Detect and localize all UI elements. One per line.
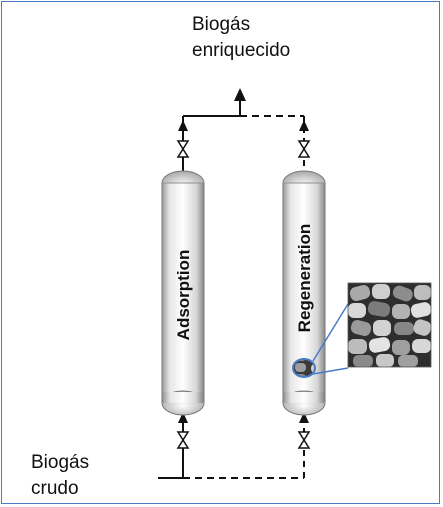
raw-biogas-line1: Biogás — [31, 452, 90, 473]
enriched-biogas-line2: enriquecido — [192, 40, 291, 61]
arrow-up-icon — [299, 120, 309, 131]
arrow-up-icon — [299, 412, 309, 423]
arrow-up-icon — [234, 88, 246, 101]
regeneration-label: Regeneration — [295, 224, 314, 333]
sample-circle — [292, 358, 316, 378]
enriched-biogas-line1: Biogás — [192, 14, 251, 35]
valve-icon — [297, 140, 311, 158]
top-manifold — [176, 88, 311, 176]
raw-biogas-line2: crudo — [31, 478, 79, 499]
arrow-up-icon — [178, 412, 188, 423]
enriched-biogas-label: Biogás enriquecido — [192, 12, 290, 64]
valve-icon — [297, 431, 311, 449]
valve-icon — [176, 431, 190, 449]
callout-lines — [312, 303, 349, 375]
arrow-up-icon — [178, 120, 188, 131]
valve-icon — [176, 140, 190, 158]
adsorption-vessel: Adsorption — [161, 170, 205, 416]
bottom-manifold — [158, 406, 311, 479]
adsorption-label: Adsorption — [174, 250, 193, 341]
regeneration-vessel: Regeneration — [282, 170, 326, 416]
raw-biogas-label: Biogás crudo — [31, 450, 89, 502]
adsorbent-pellets-photo — [348, 283, 431, 367]
